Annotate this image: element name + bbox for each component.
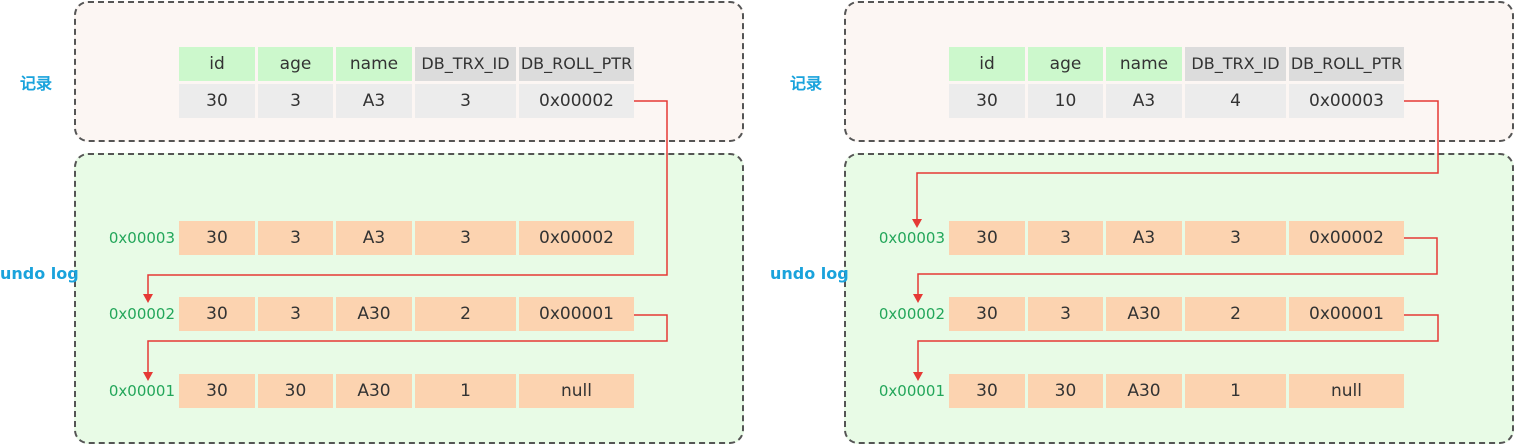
undo-cell: 1 [415, 374, 516, 408]
undo-cell: 0x00001 [519, 297, 634, 331]
undo-address-1: 0x00003 [108, 229, 175, 247]
undo-cell: A30 [336, 297, 412, 331]
undo-address-3: 0x00001 [878, 382, 945, 400]
record-label: 记录 [790, 74, 823, 93]
record-cell-trx-id: 3 [415, 84, 516, 118]
record-cell-age: 10 [1028, 84, 1103, 118]
undo-cell: 2 [415, 297, 516, 331]
undo-cell: 0x00001 [1289, 297, 1404, 331]
undo-cell: A30 [336, 374, 412, 408]
undo-cell: 30 [179, 221, 255, 255]
undo-cell: 3 [1028, 221, 1103, 255]
undo-cell: 30 [179, 297, 255, 331]
record-cell-trx-id: 4 [1185, 84, 1286, 118]
record-cell-roll-ptr: 0x00003 [1289, 84, 1404, 118]
record-cell-roll-ptr: 0x00002 [519, 84, 634, 118]
record-cell-name: A3 [336, 84, 412, 118]
undo-cell: 30 [258, 374, 333, 408]
undo-cell: 3 [258, 297, 333, 331]
undo-cell: 30 [949, 221, 1025, 255]
undo-cell: 2 [1185, 297, 1286, 331]
header-db-trx-id: DB_TRX_ID [415, 47, 516, 81]
header-name: name [1106, 47, 1182, 81]
record-cell-id: 30 [949, 84, 1025, 118]
undo-log-label: undo log [770, 264, 849, 283]
header-age: age [258, 47, 333, 81]
header-db-roll-ptr: DB_ROLL_PTR [519, 47, 634, 81]
undo-cell: null [1289, 374, 1404, 408]
undo-cell: 30 [949, 374, 1025, 408]
undo-cell: 3 [1028, 297, 1103, 331]
undo-cell: A3 [1106, 221, 1182, 255]
record-cell-id: 30 [179, 84, 255, 118]
undo-address-2: 0x00002 [108, 305, 175, 323]
undo-cell: 30 [949, 297, 1025, 331]
record-cell-age: 3 [258, 84, 333, 118]
undo-cell: A30 [1106, 374, 1182, 408]
undo-address-2: 0x00002 [878, 305, 945, 323]
header-db-trx-id: DB_TRX_ID [1185, 47, 1286, 81]
undo-log-label: undo log [0, 264, 79, 283]
record-label: 记录 [20, 74, 53, 93]
header-age: age [1028, 47, 1103, 81]
undo-address-1: 0x00003 [878, 229, 945, 247]
undo-cell: 0x00002 [519, 221, 634, 255]
undo-cell: A30 [1106, 297, 1182, 331]
header-id: id [949, 47, 1025, 81]
undo-address-3: 0x00001 [108, 382, 175, 400]
undo-cell: 30 [1028, 374, 1103, 408]
panel-left: 记录 undo log id age name DB_TRX_ID DB_ROL… [0, 1, 744, 444]
undo-cell: 3 [415, 221, 516, 255]
header-id: id [179, 47, 255, 81]
header-db-roll-ptr: DB_ROLL_PTR [1289, 47, 1404, 81]
header-name: name [336, 47, 412, 81]
panel-right: 记录 undo log id age name DB_TRX_ID DB_ROL… [770, 0, 1516, 446]
undo-cell: 3 [258, 221, 333, 255]
undo-cell: 0x00002 [1289, 221, 1404, 255]
undo-cell: A3 [336, 221, 412, 255]
undo-cell: 30 [179, 374, 255, 408]
undo-cell: 3 [1185, 221, 1286, 255]
record-cell-name: A3 [1106, 84, 1182, 118]
undo-cell: null [519, 374, 634, 408]
undo-cell: 1 [1185, 374, 1286, 408]
